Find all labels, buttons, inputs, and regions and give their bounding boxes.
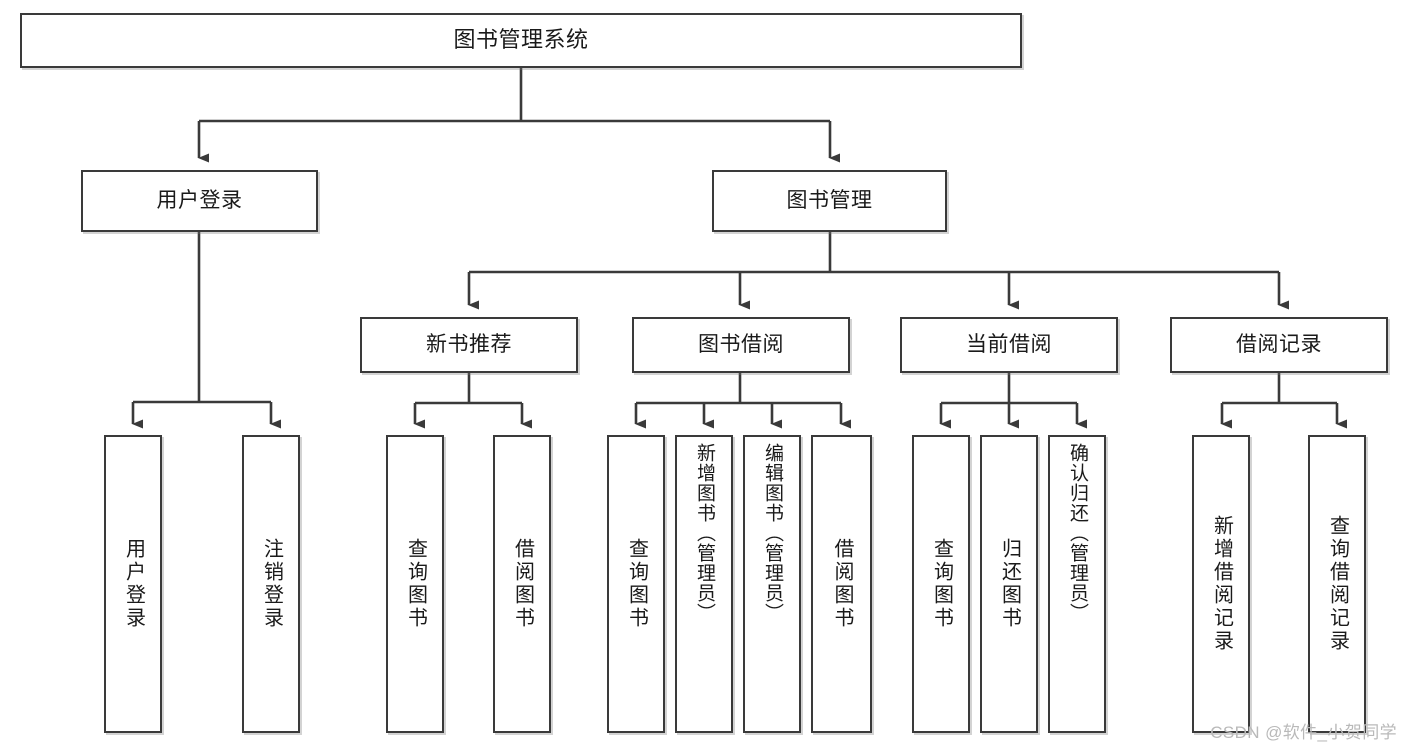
- leaf-user-login[interactable]: 用户登录: [104, 435, 162, 733]
- node-label: 归还图书: [998, 538, 1021, 630]
- leaf-query-book-new-recommend[interactable]: 查询图书: [386, 435, 444, 733]
- node-label: 查询借阅记录: [1326, 515, 1349, 653]
- leaf-borrow-book-new-recommend[interactable]: 借阅图书: [493, 435, 551, 733]
- node-borrow-record[interactable]: 借阅记录: [1170, 317, 1388, 373]
- node-label: 新增图书（管理员）: [693, 443, 715, 623]
- node-label: 图书管理: [786, 188, 873, 212]
- node-label: 借阅图书: [831, 538, 853, 630]
- node-new-book-recommend[interactable]: 新书推荐: [360, 317, 578, 373]
- node-label: 新书推荐: [426, 332, 512, 356]
- node-root-book-management-system[interactable]: 图书管理系统: [20, 13, 1022, 68]
- node-label: 借阅图书: [511, 538, 534, 630]
- leaf-confirm-return-admin[interactable]: 确认归还（管理员）: [1048, 435, 1106, 733]
- node-label: 查询图书: [404, 538, 427, 630]
- node-label: 查询图书: [625, 538, 648, 630]
- leaf-query-borrow-record[interactable]: 查询借阅记录: [1308, 435, 1366, 733]
- leaf-borrow-book-borrow[interactable]: 借阅图书: [811, 435, 872, 733]
- node-label: 借阅记录: [1236, 332, 1322, 356]
- node-label: 编辑图书（管理员）: [761, 443, 783, 623]
- node-label: 图书管理系统: [453, 27, 589, 53]
- node-label: 确认归还（管理员）: [1066, 443, 1088, 623]
- node-label: 查询图书: [930, 538, 953, 630]
- leaf-add-book-admin[interactable]: 新增图书（管理员）: [675, 435, 733, 733]
- leaf-edit-book-admin[interactable]: 编辑图书（管理员）: [743, 435, 801, 733]
- leaf-query-book-current[interactable]: 查询图书: [912, 435, 970, 733]
- node-label: 注销登录: [260, 538, 283, 630]
- node-current-borrow[interactable]: 当前借阅: [900, 317, 1118, 373]
- node-user-login[interactable]: 用户登录: [81, 170, 318, 232]
- node-label: 新增借阅记录: [1210, 515, 1233, 653]
- node-book-management[interactable]: 图书管理: [712, 170, 947, 232]
- watermark-text: CSDN @软件_小贺同学: [1210, 723, 1397, 742]
- node-label: 图书借阅: [698, 332, 784, 356]
- leaf-logout-login[interactable]: 注销登录: [242, 435, 300, 733]
- leaf-query-book-borrow[interactable]: 查询图书: [607, 435, 665, 733]
- node-book-borrow[interactable]: 图书借阅: [632, 317, 850, 373]
- node-label: 当前借阅: [966, 332, 1052, 356]
- node-label: 用户登录: [156, 188, 243, 212]
- leaf-add-borrow-record[interactable]: 新增借阅记录: [1192, 435, 1250, 733]
- leaf-return-book[interactable]: 归还图书: [980, 435, 1038, 733]
- node-label: 用户登录: [122, 538, 145, 630]
